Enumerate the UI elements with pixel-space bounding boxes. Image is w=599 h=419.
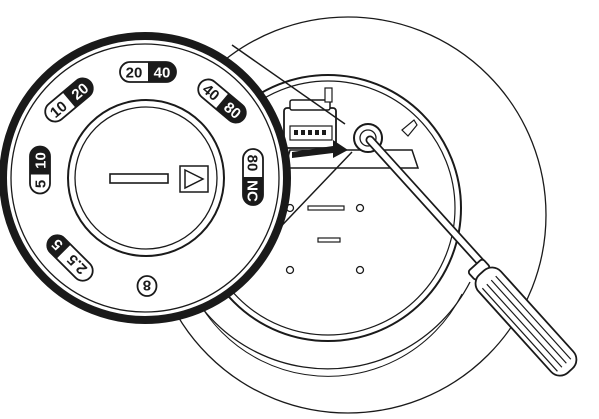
screw-hole bbox=[285, 265, 295, 275]
callout-line-top bbox=[231, 44, 346, 125]
dial-setting-high: 40 bbox=[154, 65, 171, 82]
screwdriver-shaft bbox=[367, 137, 487, 269]
dial-setting-pill bbox=[136, 275, 158, 297]
direction-arrow bbox=[292, 140, 348, 158]
dial-knob-inner bbox=[74, 106, 218, 250]
terminal-pins bbox=[294, 130, 326, 135]
screwdriver bbox=[365, 135, 578, 377]
mounting-slot bbox=[307, 205, 345, 211]
mounting-clip bbox=[401, 119, 418, 137]
dial-setting: 2.55 bbox=[46, 234, 94, 282]
screw-hole bbox=[355, 203, 365, 213]
screw-holes bbox=[285, 203, 365, 275]
dial-pointer-icon bbox=[184, 168, 205, 190]
dial-setting: 5 10 bbox=[29, 145, 51, 195]
dial-setting-low: 8 bbox=[143, 277, 151, 294]
dial-setting-low: 5 bbox=[33, 180, 50, 188]
dial-setting: 8 bbox=[136, 275, 158, 297]
grip-ridge bbox=[486, 283, 563, 368]
terminal-pin bbox=[315, 130, 319, 135]
dial-setting-fill bbox=[47, 235, 71, 259]
handle-grip bbox=[474, 266, 578, 377]
screw-hole bbox=[355, 265, 365, 275]
screwdriver-handle bbox=[467, 258, 578, 377]
dial-setting-low: 80 bbox=[244, 155, 261, 172]
terminal-pin bbox=[301, 130, 305, 135]
mounting-slot-small bbox=[317, 237, 341, 243]
terminal-pin bbox=[322, 130, 326, 135]
dial-setting-fill bbox=[30, 146, 50, 175]
dial-setting-fill bbox=[243, 177, 263, 205]
dial-callout-inner-ring bbox=[10, 43, 280, 313]
fixture-dial-inner bbox=[359, 129, 377, 147]
dial-setting-high: 10 bbox=[33, 152, 50, 169]
dial-setting-low: 20 bbox=[126, 65, 143, 82]
connector-tab bbox=[324, 87, 333, 103]
grip-ridge bbox=[490, 279, 567, 364]
grip-ridge bbox=[495, 275, 572, 360]
dial-setting-fill bbox=[62, 78, 93, 108]
terminal-pin bbox=[294, 130, 298, 135]
dial-slot bbox=[109, 173, 169, 184]
grip-ridge bbox=[481, 287, 558, 372]
terminal-pin bbox=[308, 130, 312, 135]
dial-setting-high: NC bbox=[244, 180, 261, 202]
dial-setting-fill bbox=[215, 93, 246, 123]
dial-setting-fill bbox=[148, 62, 176, 82]
